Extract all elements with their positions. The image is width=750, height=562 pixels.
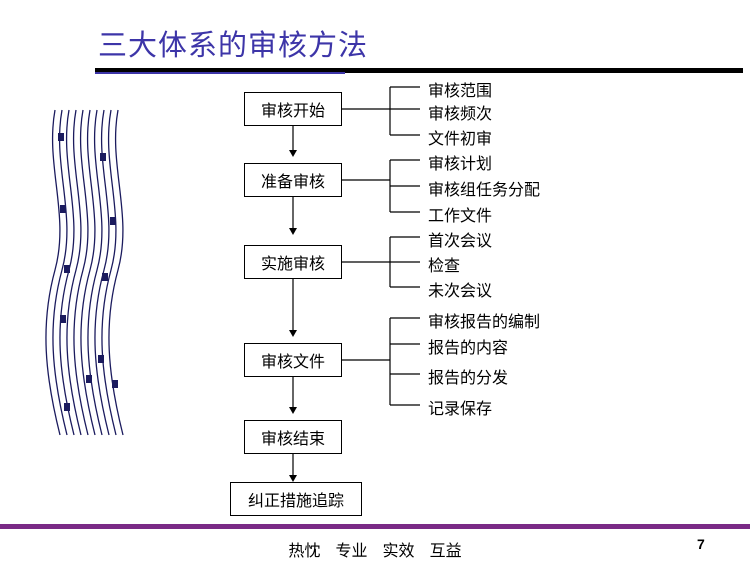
step-item: 审核频次	[428, 104, 493, 123]
step-box-audit-end: 审核结束	[244, 420, 342, 454]
step-label: 审核开始	[260, 101, 325, 120]
title-divider	[95, 68, 743, 73]
step-item: 检查	[428, 256, 461, 275]
step-box-audit-prepare: 准备审核	[244, 163, 342, 197]
step-label: 纠正措施追踪	[247, 491, 344, 510]
step-item: 报告的内容	[428, 338, 509, 357]
step-item: 审核组任务分配	[428, 180, 541, 199]
step-item: 审核范围	[428, 81, 493, 100]
step-label: 准备审核	[260, 172, 325, 191]
page-number: 7	[697, 536, 705, 552]
step-item: 记录保存	[428, 399, 493, 418]
footer-divider	[0, 524, 750, 529]
step-box-audit-start: 审核开始	[244, 92, 342, 126]
footer-slogan: 热忱 专业 实效 互益	[288, 541, 462, 560]
step-item: 审核报告的编制	[428, 312, 541, 331]
step-box-audit-conduct: 实施审核	[244, 245, 342, 279]
step-item: 审核计划	[428, 154, 493, 173]
wave-decoration	[45, 109, 124, 436]
slide-title: 三大体系的审核方法	[98, 28, 369, 62]
step-label: 审核结束	[260, 429, 325, 448]
flowchart-connectors	[289, 86, 420, 482]
step-label: 审核文件	[260, 352, 325, 371]
step-item: 工作文件	[428, 206, 493, 225]
title-divider-accent	[95, 72, 345, 74]
step-item: 报告的分发	[428, 368, 509, 387]
step-label: 实施审核	[260, 254, 325, 273]
step-item: 首次会议	[428, 231, 493, 250]
step-item: 文件初审	[428, 129, 493, 148]
step-box-corrective-action: 纠正措施追踪	[230, 482, 362, 516]
step-box-audit-document: 审核文件	[244, 343, 342, 377]
step-item: 未次会议	[428, 281, 493, 300]
